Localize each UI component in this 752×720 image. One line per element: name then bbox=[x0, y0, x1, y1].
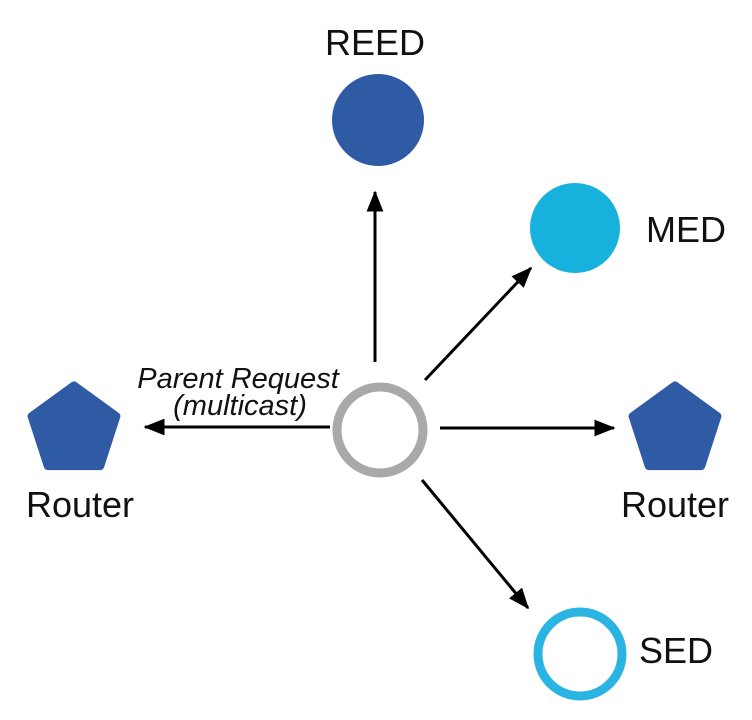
annotation-line2: (multicast) bbox=[173, 390, 307, 422]
med-node-label: MED bbox=[646, 209, 726, 250]
sed-node-circle bbox=[533, 607, 627, 701]
center-node-circle bbox=[332, 382, 428, 478]
arrow-to-med bbox=[423, 266, 533, 382]
arrow-to-sed bbox=[420, 479, 530, 610]
sed-node-label: SED bbox=[639, 630, 713, 671]
router-right-label: Router bbox=[621, 484, 729, 525]
router-right-pentagon bbox=[628, 381, 722, 471]
med-node-circle bbox=[530, 183, 620, 273]
router-left-label: Router bbox=[26, 484, 134, 525]
annotation-line1: Parent Request bbox=[137, 363, 340, 395]
reed-node-label: REED bbox=[325, 22, 425, 63]
router-left-pentagon bbox=[27, 381, 121, 471]
reed-node-circle bbox=[332, 74, 424, 166]
